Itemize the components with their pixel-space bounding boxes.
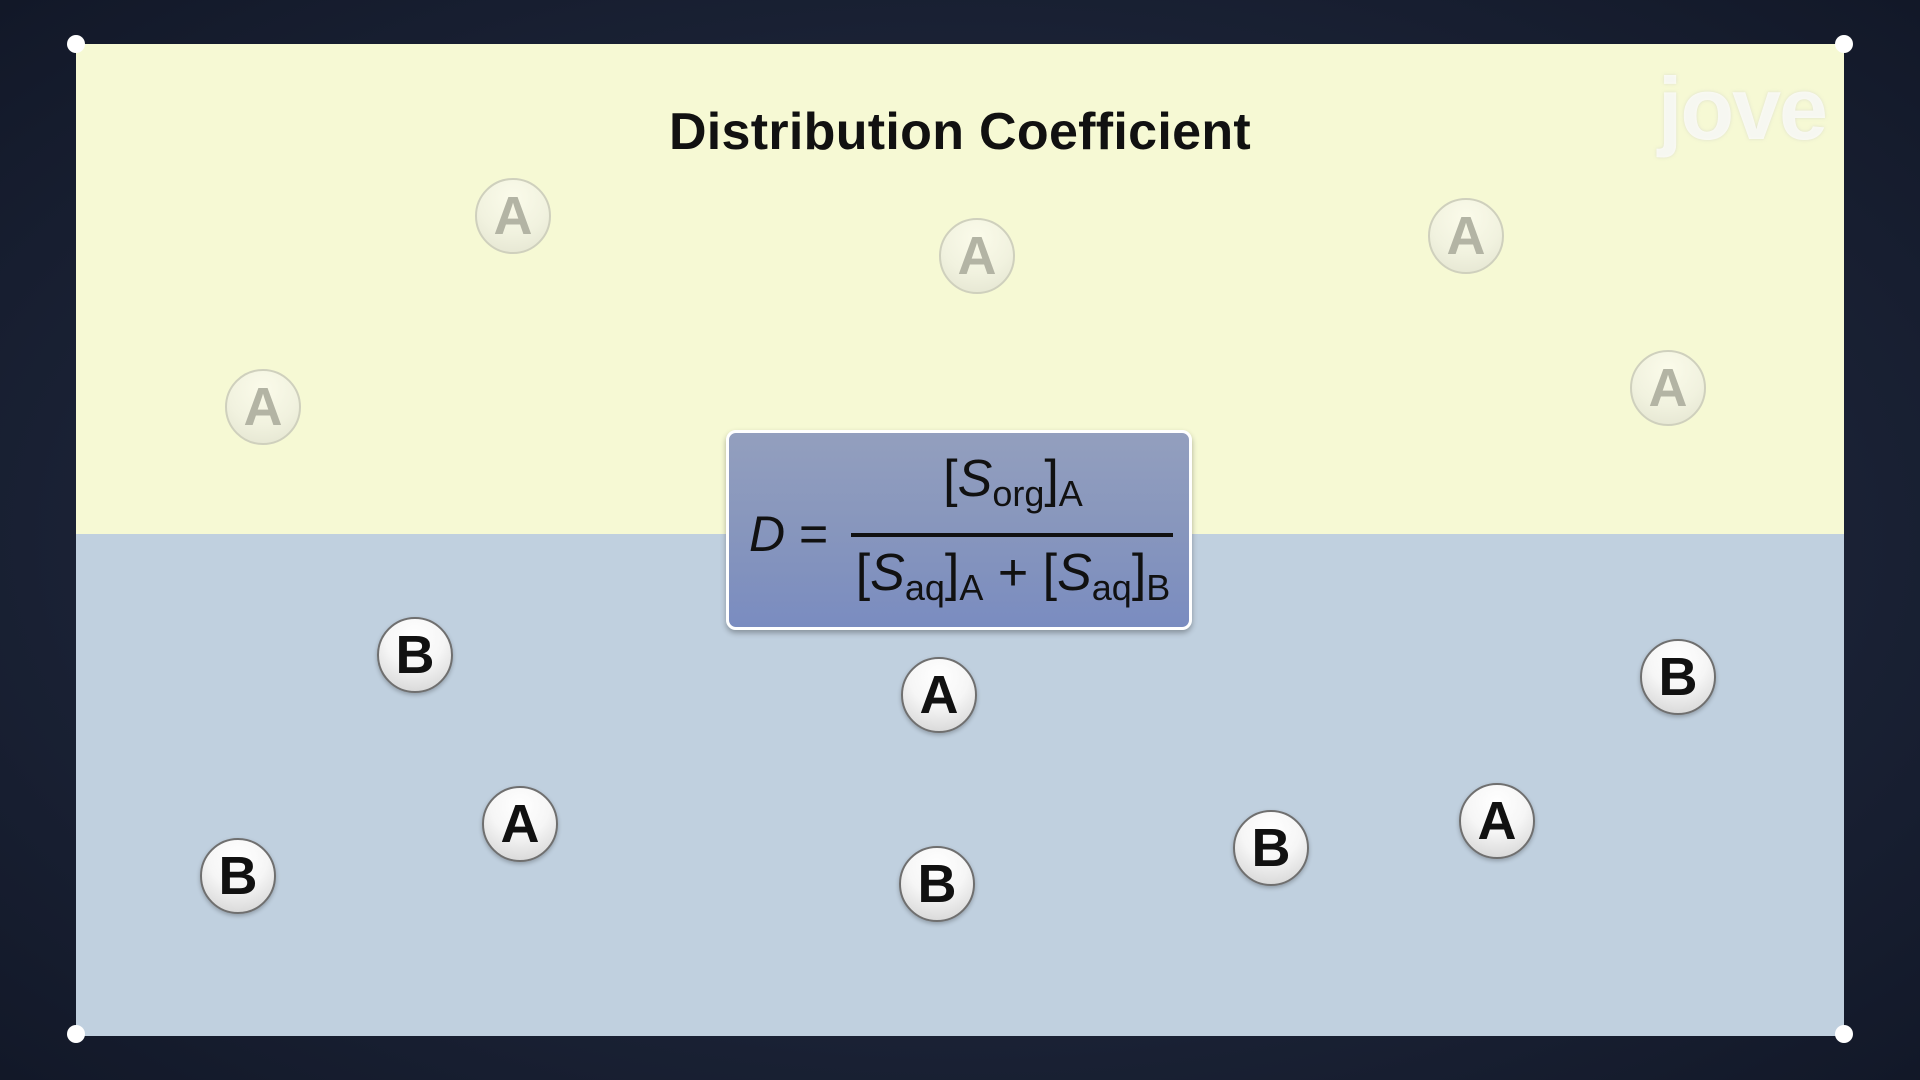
organic-molecule-a: A — [1630, 350, 1706, 426]
fraction-bar — [851, 533, 1173, 537]
formula-d-symbol: D — [749, 506, 786, 562]
bracket-close: ] — [944, 544, 960, 602]
species-subscript: A — [1058, 473, 1083, 514]
corner-dot-bottom-right — [1835, 1025, 1853, 1043]
jove-logo: jove — [1657, 59, 1828, 158]
solute-symbol: S — [957, 450, 993, 508]
distribution-coefficient-formula: D = [Sorg]A [Saq]A + [Saq]B — [726, 430, 1192, 630]
aqueous-molecule-b: B — [377, 617, 453, 693]
aqueous-molecule-b: B — [1233, 810, 1309, 886]
formula-equals: = — [799, 506, 829, 562]
solute-symbol: S — [870, 544, 905, 602]
bracket-open: [ — [943, 450, 958, 508]
formula-numerator: [Sorg]A — [851, 449, 1175, 515]
diagram-title: Distribution Coefficient — [668, 103, 1252, 161]
organic-molecule-a: A — [939, 218, 1015, 294]
formula-denominator: [Saq]A + [Saq]B — [851, 543, 1175, 609]
organic-molecule-a: A — [1428, 198, 1504, 274]
bracket-open: [ — [855, 544, 871, 602]
aqueous-molecule-b: B — [899, 846, 975, 922]
aqueous-molecule-b: B — [200, 838, 276, 914]
species-subscript: B — [1146, 567, 1171, 608]
organic-molecule-a: A — [475, 178, 551, 254]
formula-lhs: D = — [749, 505, 828, 563]
solute-symbol: S — [1057, 544, 1092, 602]
aqueous-molecule-a: A — [482, 786, 558, 862]
phase-subscript: aq — [904, 567, 945, 608]
plus-sign: + — [997, 544, 1029, 602]
corner-dot-top-left — [67, 35, 85, 53]
phase-subscript: aq — [1091, 567, 1132, 608]
bracket-open: [ — [1042, 544, 1058, 602]
bracket-close: ] — [1044, 450, 1059, 508]
aqueous-molecule-a: A — [1459, 783, 1535, 859]
aqueous-molecule-a: A — [901, 657, 977, 733]
bracket-close: ] — [1131, 544, 1147, 602]
diagram-canvas: Distribution Coefficient jove A A A A A … — [76, 44, 1844, 1036]
corner-dot-bottom-left — [67, 1025, 85, 1043]
aqueous-molecule-b: B — [1640, 639, 1716, 715]
corner-dot-top-right — [1835, 35, 1853, 53]
organic-molecule-a: A — [225, 369, 301, 445]
species-subscript: A — [959, 567, 984, 608]
phase-subscript: org — [992, 473, 1045, 514]
